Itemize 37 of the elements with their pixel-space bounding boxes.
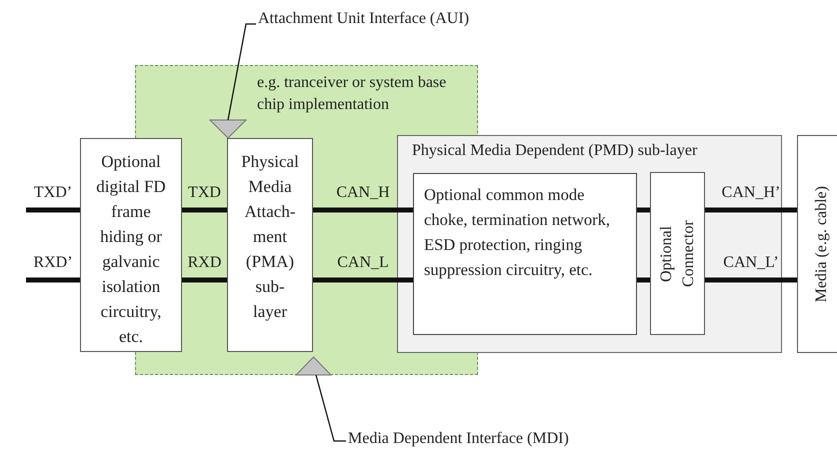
signal-name: RXD <box>188 254 222 272</box>
interface-triangle <box>208 120 248 139</box>
process-box <box>80 138 182 352</box>
signal-name: TXD <box>188 184 221 202</box>
vertical-label: Optional Connector <box>656 219 698 289</box>
signal-line <box>26 278 80 282</box>
signal-line <box>705 278 797 282</box>
signal-line <box>313 278 413 282</box>
interface-label: Attachment Unit Interface (AUI) <box>258 10 508 34</box>
signal-line <box>182 208 227 212</box>
signal-line <box>313 208 413 212</box>
signal-name: CAN_L <box>337 254 389 272</box>
signal-name: CAN_H’ <box>722 184 780 202</box>
signal-line <box>26 208 80 212</box>
block-text: Optional common mode choke, termination network, ESD protection, ringing suppression circuitry, etc. <box>424 184 612 281</box>
interface-triangle <box>294 356 332 376</box>
sublayer-panel <box>397 135 782 353</box>
media-box <box>797 135 837 353</box>
signal-name: RXD’ <box>33 254 73 272</box>
panel-heading: Physical Media Dependent (PMD) sub-layer <box>412 142 698 160</box>
leader-line <box>227 23 256 120</box>
vertical-label: Media (e.g. cable) <box>812 186 830 302</box>
leader-line <box>315 374 346 442</box>
signal-line <box>705 208 797 212</box>
signal-name: CAN_H <box>336 184 390 202</box>
signal-name: CAN_L’ <box>723 254 779 272</box>
interface-label: Media Dependent Interface (MDI) <box>348 430 578 450</box>
signal-name: TXD’ <box>34 184 72 202</box>
connector-box <box>650 172 705 335</box>
process-box <box>413 173 637 335</box>
region-caption: e.g. tranceiver or system base chip implementation <box>257 73 448 115</box>
process-box <box>227 138 313 352</box>
signal-line <box>637 278 650 282</box>
signal-line <box>182 278 227 282</box>
signal-line <box>637 208 650 212</box>
block-text: Optional digital FD frame hiding or galvanic isolation circuitry, etc. <box>95 151 167 348</box>
block-text: Physical Media Attach- ment (PMA) sub- layer <box>240 151 300 323</box>
